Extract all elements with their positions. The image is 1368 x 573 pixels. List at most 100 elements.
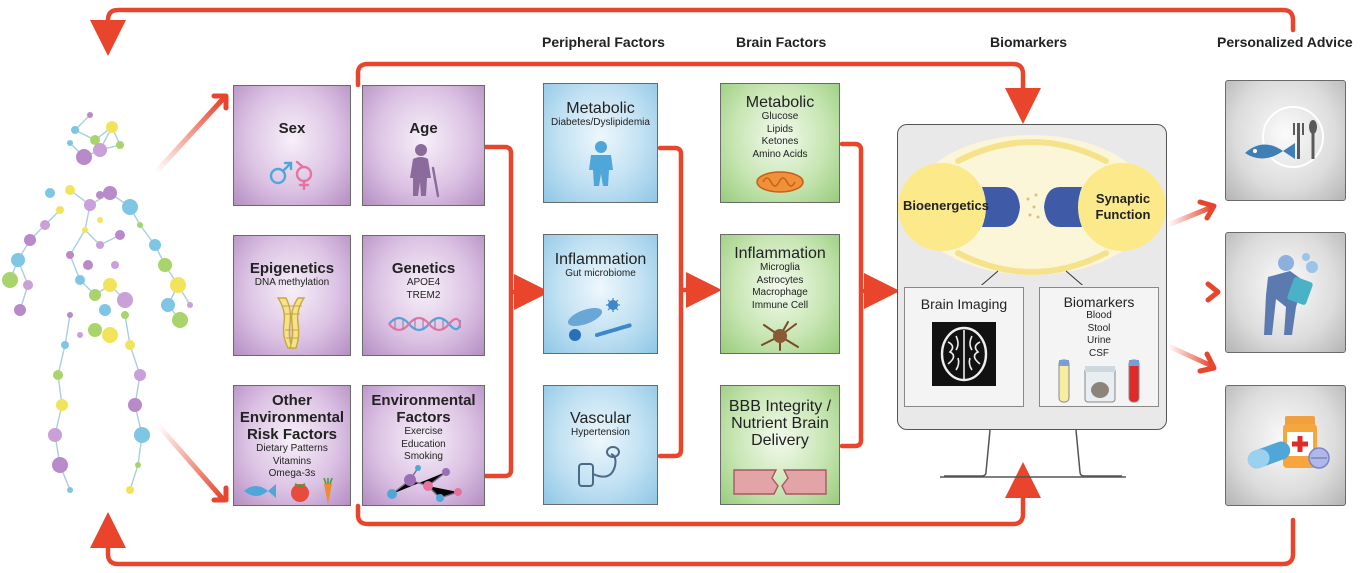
box-sub: DNA methylation — [254, 277, 330, 288]
box-title: Metabolic — [745, 94, 815, 111]
advice-arrow-3 — [1165, 343, 1215, 369]
label-synaptic-1: Synaptic — [1095, 191, 1151, 206]
box-title-2: Environmental — [239, 409, 345, 426]
label-synaptic-2: Function — [1095, 207, 1151, 222]
box-title-2: Factors — [396, 409, 451, 426]
box-sub-1: Exercise — [404, 426, 443, 437]
microbiome-icon — [544, 295, 657, 343]
box-title: Genetics — [391, 260, 456, 277]
fish-plate-icon — [1226, 103, 1345, 179]
bracket-peripheral — [657, 145, 684, 459]
molecule-node — [96, 191, 104, 199]
mitochondria-icon — [721, 170, 839, 194]
box-sub-3: Macrophage — [752, 287, 808, 298]
molecule-node — [103, 278, 117, 292]
molecule-human-figure-icon — [2, 112, 193, 494]
box-title-3: Risk Factors — [246, 426, 338, 443]
molecule-node — [170, 277, 186, 293]
panel-sub-3: Urine — [1087, 335, 1111, 346]
inner-top-arrow — [355, 61, 1041, 124]
molecule-node — [48, 428, 62, 442]
box-sub-2: Astrocytes — [756, 274, 804, 286]
box-sub-2: TREM2 — [406, 289, 441, 301]
molecule-node — [161, 298, 175, 312]
molecule-node — [187, 302, 193, 308]
molecule-node — [106, 121, 118, 133]
box-brain-metabolic: Metabolic Glucose Lipids Ketones Amino A… — [720, 83, 840, 203]
molecule-node — [76, 149, 92, 165]
molecule-node — [102, 327, 118, 343]
molecule-node — [96, 241, 104, 249]
box-sub-4: Amino Acids — [752, 148, 808, 160]
elderly-person-icon — [363, 142, 484, 198]
box-sub-4: Immune Cell — [751, 299, 809, 311]
box-sub-3: Omega-3s — [268, 468, 316, 479]
box-sub-2: Lipids — [766, 123, 794, 135]
box-title-1: BBB Integrity / — [728, 398, 832, 415]
molecule-node — [137, 222, 143, 228]
molecule-node — [122, 199, 138, 215]
header-biomarkers: Biomarkers — [990, 34, 1068, 50]
monitor: Bioenergetics Synaptic Function Brain Im… — [897, 124, 1167, 430]
box-peripheral-metabolic: Metabolic Diabetes/Dyslipidemia — [543, 83, 658, 203]
panel-sub-4: CSF — [1089, 347, 1109, 359]
box-sub-3: Smoking — [404, 451, 443, 462]
box-sub: Hypertension — [571, 427, 630, 438]
molecule-node — [67, 487, 73, 493]
box-title-1: Other — [271, 392, 312, 409]
panel-title: Brain Imaging — [920, 296, 1008, 312]
inner-bottom-arrow — [355, 462, 1041, 527]
molecule-node — [125, 340, 135, 350]
microglia-cell-icon — [721, 321, 839, 351]
box-age: Age — [362, 85, 485, 206]
box-title: Vascular — [569, 410, 632, 427]
box-sub-2: Education — [401, 438, 446, 450]
brain-scan-icon — [905, 322, 1023, 386]
box-sex: Sex — [233, 85, 351, 206]
box-advice-exercise — [1225, 232, 1346, 353]
figure-arrow-up — [153, 97, 225, 175]
molecule-node — [121, 311, 129, 319]
box-sub-3: Ketones — [761, 136, 799, 147]
molecule-node — [134, 427, 150, 443]
molecule-node — [52, 457, 68, 473]
molecule-node — [67, 140, 73, 146]
molecule-node — [53, 370, 63, 380]
molecule-node — [61, 341, 69, 349]
sex-symbols-icon — [234, 156, 350, 190]
molecule-node — [99, 304, 111, 316]
molecule-node — [77, 332, 83, 338]
box-title: Age — [409, 120, 438, 137]
synapse-diagram — [898, 135, 1166, 285]
molecule-node — [71, 126, 79, 134]
molecule-node — [111, 261, 119, 269]
bottom-feedback-arrow — [90, 512, 1296, 567]
panel-sub-2: Stool — [1087, 322, 1111, 334]
molecule-node — [126, 486, 134, 494]
box-peripheral-inflammation: Inflammation Gut microbiome — [543, 234, 658, 354]
box-brain-inflammation: Inflammation Microglia Astrocytes Macrop… — [720, 234, 840, 354]
medication-icon — [1226, 412, 1345, 482]
header-personalized-advice: Personalized Advice — [1217, 34, 1353, 50]
box-genetics: Genetics APOE4 TREM2 — [362, 235, 485, 356]
box-title: Sex — [278, 120, 306, 137]
box-sub-2: Vitamins — [272, 455, 312, 467]
molecule-node — [56, 206, 64, 214]
box-title: Metabolic — [566, 100, 635, 117]
bracket-risk — [483, 144, 514, 479]
box-sub-1: Glucose — [761, 111, 799, 122]
box-sub: Gut microbiome — [565, 268, 636, 279]
panel-brain-imaging: Brain Imaging — [904, 287, 1024, 407]
advice-arrow-1 — [1165, 204, 1215, 228]
molecule-node — [23, 280, 33, 290]
molecule-node — [14, 304, 26, 316]
molecule-node — [83, 260, 93, 270]
sample-tubes-icon — [1040, 358, 1158, 404]
molecule-node — [89, 289, 101, 301]
panel-sub-1: Blood — [1086, 310, 1112, 321]
molecule-node — [2, 272, 18, 288]
molecule-node — [82, 227, 88, 233]
panel-title: Biomarkers — [1063, 294, 1135, 310]
box-environmental-factors: Environmental Factors Exercise Education… — [362, 385, 485, 506]
molecule-node — [40, 220, 50, 230]
